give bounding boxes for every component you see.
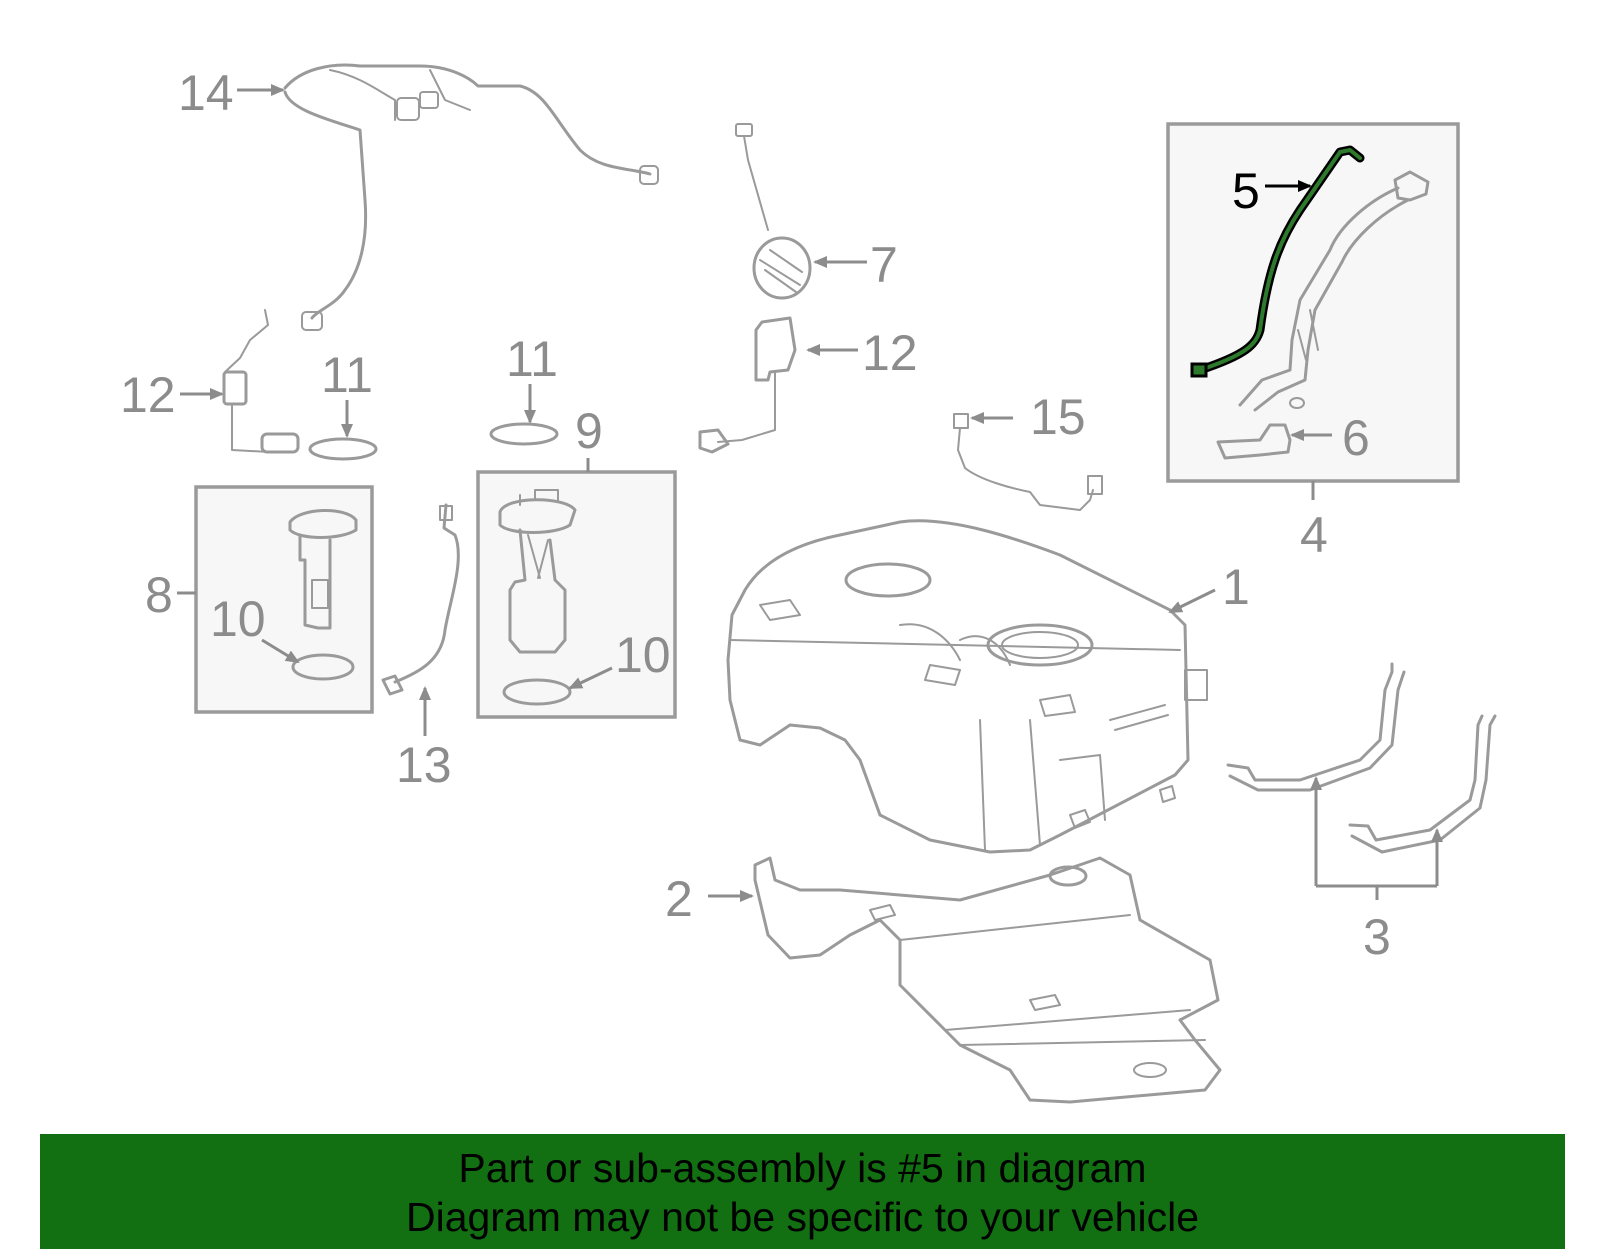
callout-12-right: 12 (862, 325, 918, 381)
part-10-oring-left[interactable] (291, 653, 355, 681)
callout-9: 9 (575, 403, 603, 459)
callout-2: 2 (665, 871, 693, 927)
callout-6: 6 (1342, 410, 1370, 466)
callout-4: 4 (1300, 507, 1328, 563)
part-12-sensor-left[interactable] (222, 309, 300, 454)
callout-arrows (177, 84, 1443, 902)
callout-11-right: 11 (506, 331, 558, 387)
part-4-filler-pipe[interactable] (1238, 170, 1430, 412)
part-3-strap-a[interactable] (1226, 662, 1406, 792)
part-14-wiring-harness[interactable] (283, 63, 659, 331)
banner-line-2: Diagram may not be specific to your vehi… (405, 1194, 1199, 1240)
part-11-gasket-right[interactable] (489, 422, 559, 446)
part-9-fuel-pump[interactable] (498, 489, 577, 654)
part-2-shield[interactable] (753, 856, 1222, 1104)
info-banner: Part or sub-assembly is #5 in diagram Di… (40, 1134, 1565, 1249)
part-5-vent-hose[interactable] (1190, 145, 1365, 378)
callout-11-left: 11 (321, 347, 373, 403)
banner-line-1: Part or sub-assembly is #5 in diagram (458, 1145, 1147, 1191)
callout-12-left: 12 (120, 367, 176, 423)
part-8-fuel-pump-module[interactable] (288, 508, 358, 630)
callout-10-left: 10 (210, 591, 266, 647)
callout-3: 3 (1363, 909, 1391, 965)
callout-14: 14 (178, 65, 234, 121)
callout-7: 7 (870, 237, 898, 293)
box-4-assembly (1166, 122, 1460, 483)
callout-10-right: 10 (615, 627, 671, 683)
part-1-fuel-tank[interactable] (726, 519, 1208, 854)
callout-8: 8 (145, 567, 173, 623)
callout-1: 1 (1222, 559, 1250, 615)
part-11-gasket-left[interactable] (308, 437, 378, 461)
callout-5: 5 (1232, 163, 1260, 219)
part-15-sensor[interactable] (953, 413, 1103, 511)
part-12-sensor-right[interactable] (698, 316, 797, 454)
part-7-sender-cap[interactable] (735, 123, 812, 300)
part-3-strap-b[interactable] (1348, 714, 1497, 854)
callout-13: 13 (396, 737, 452, 793)
part-10-oring-right[interactable] (502, 678, 572, 706)
part-13-line[interactable] (381, 503, 460, 696)
callout-15: 15 (1030, 389, 1086, 445)
parts-diagram: 14 7 12 12 11 11 9 15 8 10 10 13 1 4 6 5… (120, 63, 1497, 1104)
